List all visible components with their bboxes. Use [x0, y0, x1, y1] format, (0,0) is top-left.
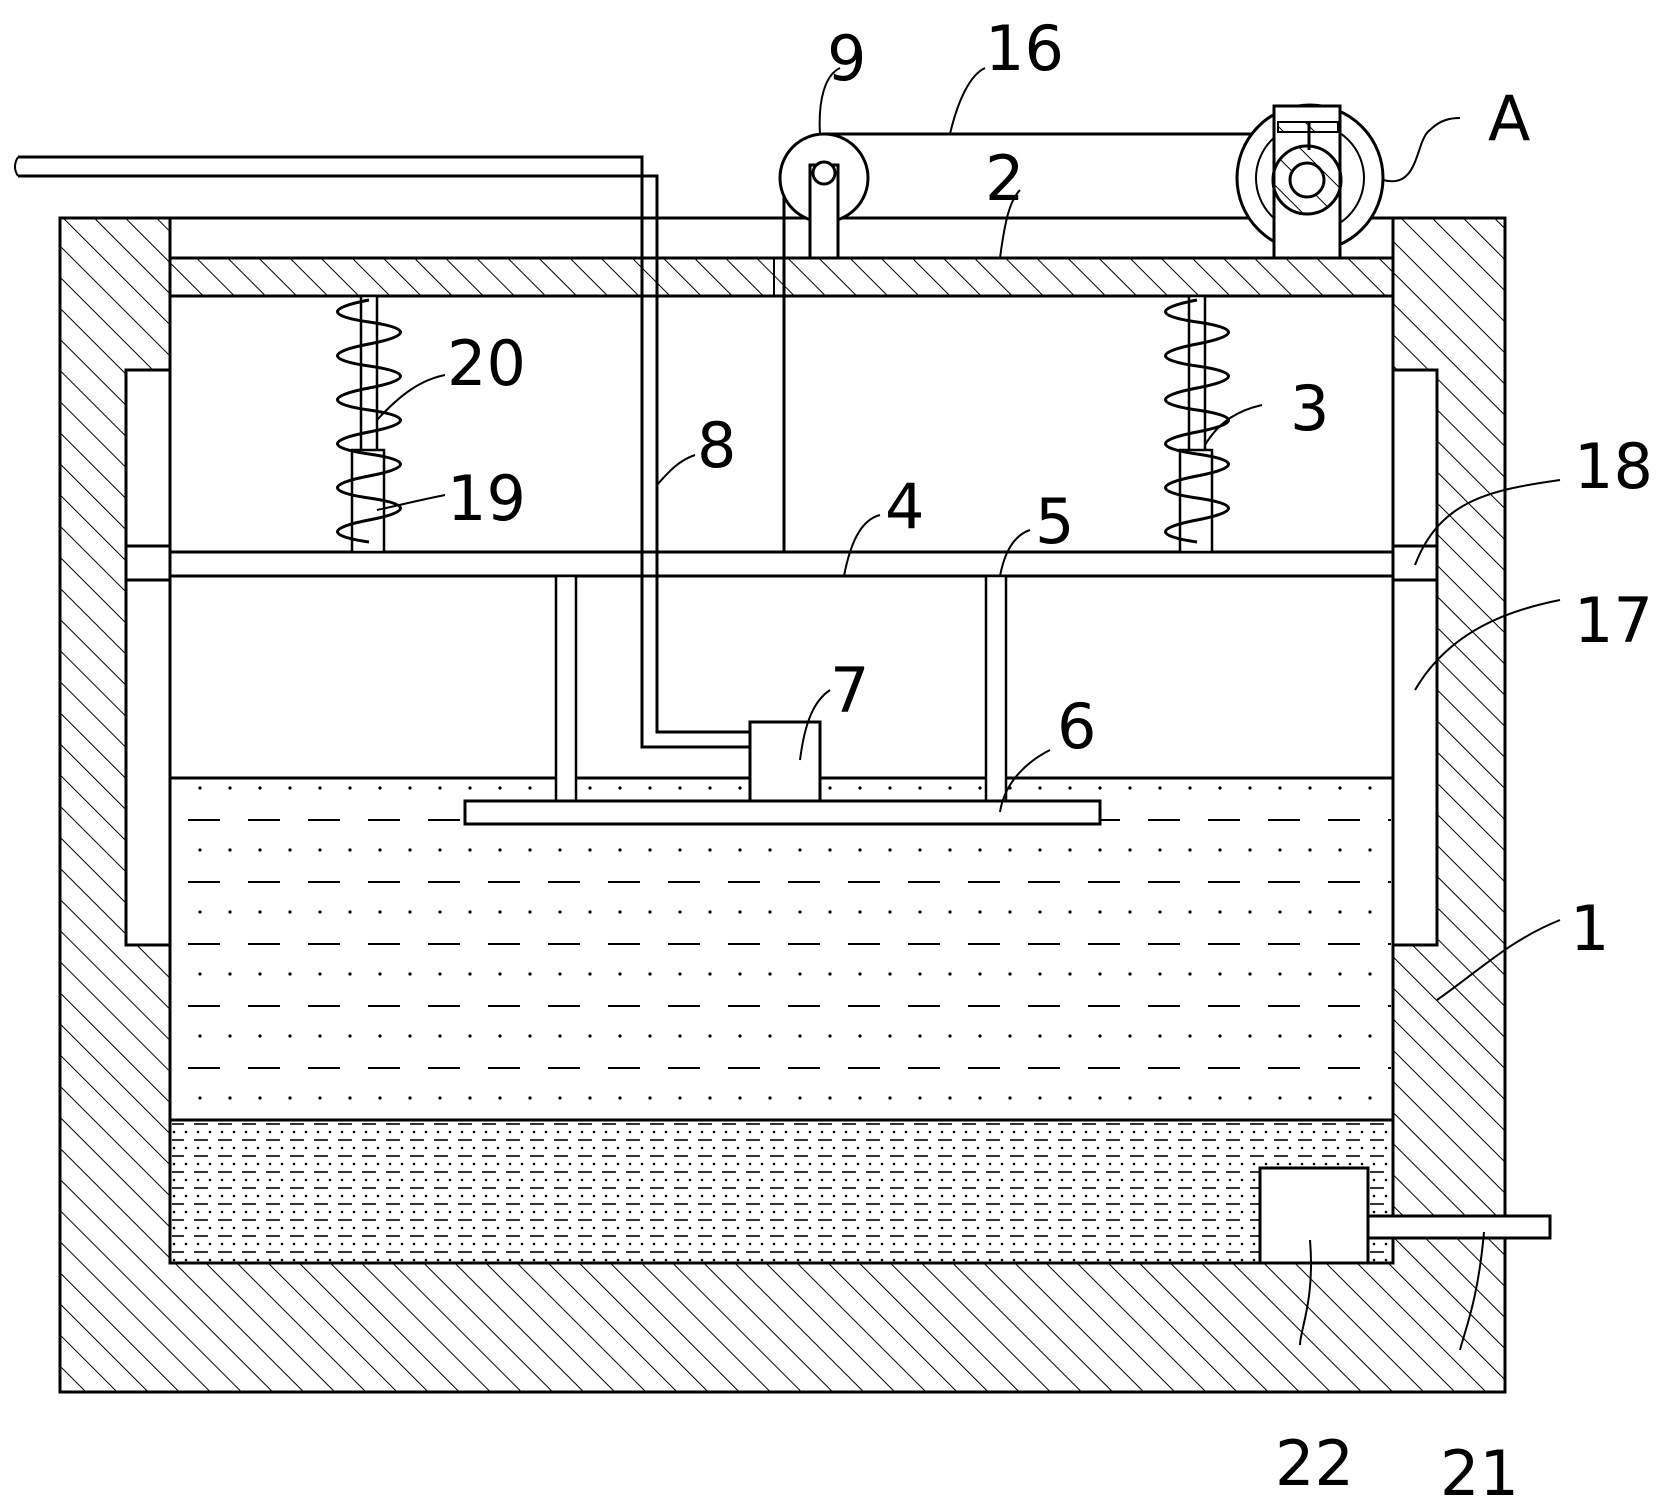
winch-assembly: [1235, 103, 1385, 260]
label-2: 2: [985, 142, 1024, 215]
spring-left: [336, 294, 402, 554]
guide-rail-right: [1391, 368, 1439, 947]
spring-right: [1164, 294, 1230, 554]
guide-rail-left: [124, 368, 172, 947]
label-1: 1: [1570, 892, 1609, 965]
water-region: [172, 778, 1391, 1120]
label-21: 21: [1440, 1437, 1519, 1506]
label-5: 5: [1035, 485, 1074, 558]
label-3: 3: [1290, 372, 1329, 445]
outlet-pipe: [1366, 1214, 1552, 1240]
label-6: 6: [1057, 690, 1096, 763]
label-A: A: [1488, 82, 1530, 155]
label-19: 19: [447, 462, 526, 535]
sediment-layer: [172, 1122, 1391, 1262]
label-7: 7: [830, 654, 869, 727]
pulley: [778, 132, 870, 260]
bottom-plate: [463, 799, 1102, 826]
label-16: 16: [985, 12, 1064, 85]
drain-box: [1258, 1166, 1370, 1265]
label-17: 17: [1574, 584, 1653, 657]
lifting-plate: [168, 550, 1395, 578]
label-9: 9: [827, 22, 866, 95]
label-22: 22: [1275, 1427, 1354, 1500]
lid-plate: [168, 256, 1395, 298]
pump-box: [748, 720, 822, 803]
label-8: 8: [697, 409, 736, 482]
leader-lines: [376, 67, 1561, 1351]
label-4: 4: [885, 470, 924, 543]
pipe: [14, 155, 750, 749]
label-20: 20: [447, 327, 526, 400]
label-18: 18: [1574, 430, 1653, 503]
